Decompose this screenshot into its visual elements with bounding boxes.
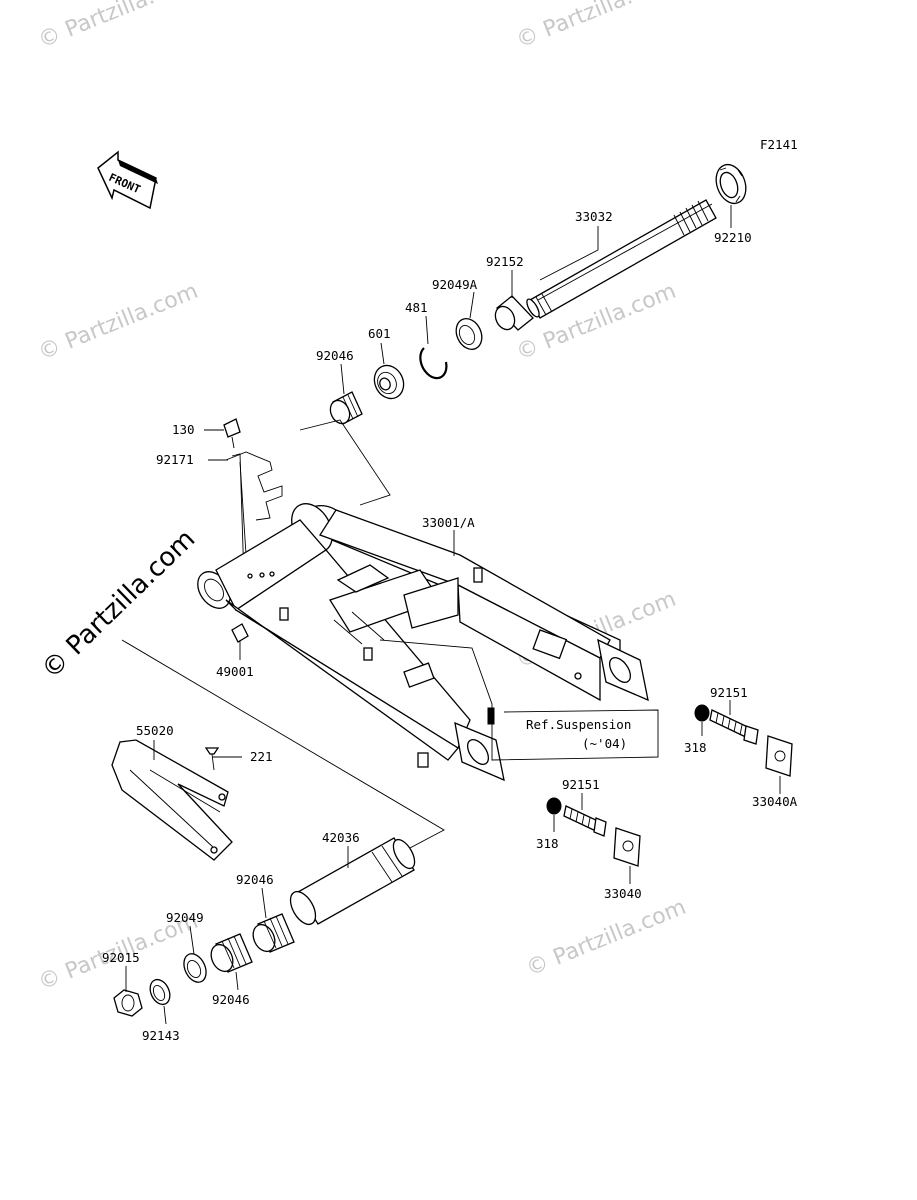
callout-33040a: 33040A <box>752 794 798 809</box>
block-33040 <box>613 827 641 867</box>
callout-92210: 92210 <box>714 230 752 245</box>
seal-92049a <box>455 317 483 351</box>
callout-92046-top: 92046 <box>316 348 354 363</box>
callout-33001: 33001/A <box>422 515 475 530</box>
bolt-92151-mid <box>563 805 607 837</box>
callout-92151-right: 92151 <box>710 685 748 700</box>
circlip-481 <box>419 347 448 380</box>
callout-92046-low: 92046 <box>212 992 250 1007</box>
callout-92015: 92015 <box>102 950 140 965</box>
callout-33040: 33040 <box>604 886 642 901</box>
nut-318-right <box>694 704 710 722</box>
leader-lines <box>125 205 781 1025</box>
screw-221 <box>204 747 220 771</box>
callout-labels: 33032 92210 92152 92049A 481 601 92046 1… <box>102 209 798 1043</box>
callout-601: 601 <box>368 326 391 341</box>
callout-42036: 42036 <box>322 830 360 845</box>
callout-481: 481 <box>405 300 428 315</box>
watermark-upper-left: © Partzilla.com <box>35 279 202 366</box>
watermark-upper-right: © Partzilla.com <box>513 279 680 366</box>
ref-suspension-line2: (~'04) <box>582 736 627 751</box>
callout-130: 130 <box>172 422 195 437</box>
callout-33032: 33032 <box>575 209 613 224</box>
nut-92210 <box>715 163 747 205</box>
figure-code: F2141 <box>760 137 798 152</box>
needle-bearing-92046-top <box>329 391 363 425</box>
washer-92143 <box>149 978 171 1006</box>
bearing-601 <box>373 364 405 400</box>
grease-nipple-49001 <box>231 623 249 643</box>
ref-suspension-line1: Ref.Suspension <box>526 717 631 732</box>
bolt-92151-right <box>709 709 759 745</box>
watermark-top-left: © Partzilla.com <box>35 0 202 54</box>
callout-92171: 92171 <box>156 452 194 467</box>
watermark-top-right: © Partzilla.com <box>513 0 680 54</box>
callout-318-right: 318 <box>684 740 707 755</box>
front-arrow-icon: FRONT <box>97 150 158 210</box>
callout-318-mid: 318 <box>536 836 559 851</box>
watermarks: © Partzilla.com © Partzilla.com © Partzi… <box>35 0 690 996</box>
suspension-ref-box: Ref.Suspension (~'04) <box>379 639 659 761</box>
collar-nut-92015 <box>113 989 143 1017</box>
seal-92049 <box>183 953 207 983</box>
sleeve-42036 <box>289 837 416 926</box>
callout-49001: 49001 <box>216 664 254 679</box>
needle-bearing-92046-low <box>210 933 253 973</box>
callout-55020: 55020 <box>136 723 174 738</box>
swingarm-33001 <box>197 503 649 782</box>
callout-92152: 92152 <box>486 254 524 269</box>
block-33040a <box>765 735 793 777</box>
callout-221: 221 <box>250 749 273 764</box>
axle-33032 <box>526 199 717 319</box>
needle-bearing-92046-mid <box>252 913 295 953</box>
watermark-bottom-right: © Partzilla.com <box>523 895 690 982</box>
callout-92143: 92143 <box>142 1028 180 1043</box>
callout-92049a: 92049A <box>432 277 478 292</box>
collar-92152 <box>494 295 534 331</box>
bolt-130 <box>223 418 241 449</box>
callout-92046-mid: 92046 <box>236 872 274 887</box>
chain-guide-55020 <box>111 739 233 861</box>
callout-92049: 92049 <box>166 910 204 925</box>
assembly-line-top <box>299 419 391 506</box>
nut-318-mid <box>546 797 562 815</box>
callout-92151-mid: 92151 <box>562 777 600 792</box>
watermark-large: © Partzilla.com <box>36 524 201 685</box>
